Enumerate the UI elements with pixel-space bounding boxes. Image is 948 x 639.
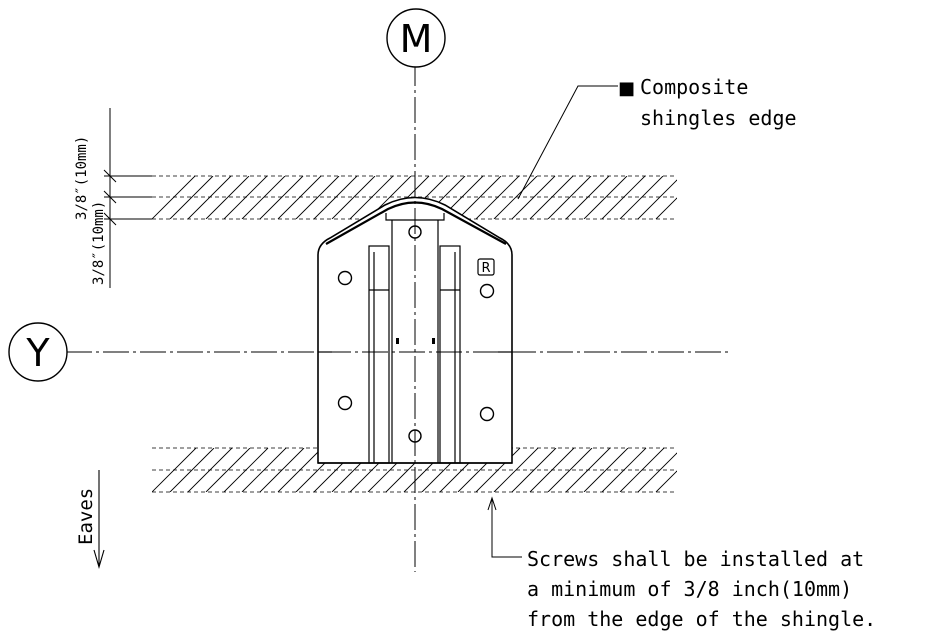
eaves-arrow xyxy=(93,470,105,569)
screw-note-leader xyxy=(487,496,522,558)
dimension-upper: 3/8″(10mm) xyxy=(74,136,90,220)
bracket-hole xyxy=(337,395,353,411)
bracket-hole xyxy=(337,270,353,286)
screw-note-line2: a minimum of 3/8 inch(10mm) xyxy=(527,577,852,601)
m-axis-bubble xyxy=(386,8,446,68)
center-lines xyxy=(66,60,728,572)
screw-note-line3: from the edge of the shingle. xyxy=(527,607,876,631)
shingle-note-line2: shingles edge xyxy=(640,106,797,130)
dimension-lines xyxy=(103,108,152,288)
bracket-hole xyxy=(479,283,495,299)
eaves-label: Eaves xyxy=(75,488,97,545)
shingle-note-bullet: ■ xyxy=(618,78,635,99)
shingle-note-line1: Composite xyxy=(640,75,748,99)
upper-shingle-band xyxy=(110,175,677,220)
bracket-hole xyxy=(479,406,495,422)
bracket-mark: R xyxy=(481,261,490,276)
dimension-lower: 3/8″(10mm) xyxy=(91,201,107,285)
y-axis-bubble xyxy=(8,322,68,382)
shingle-edge-leader xyxy=(517,85,618,200)
screw-note-line1: Screws shall be installed at xyxy=(527,547,864,571)
y-axis-label: Y xyxy=(25,331,50,375)
m-axis-label: M xyxy=(400,17,433,61)
